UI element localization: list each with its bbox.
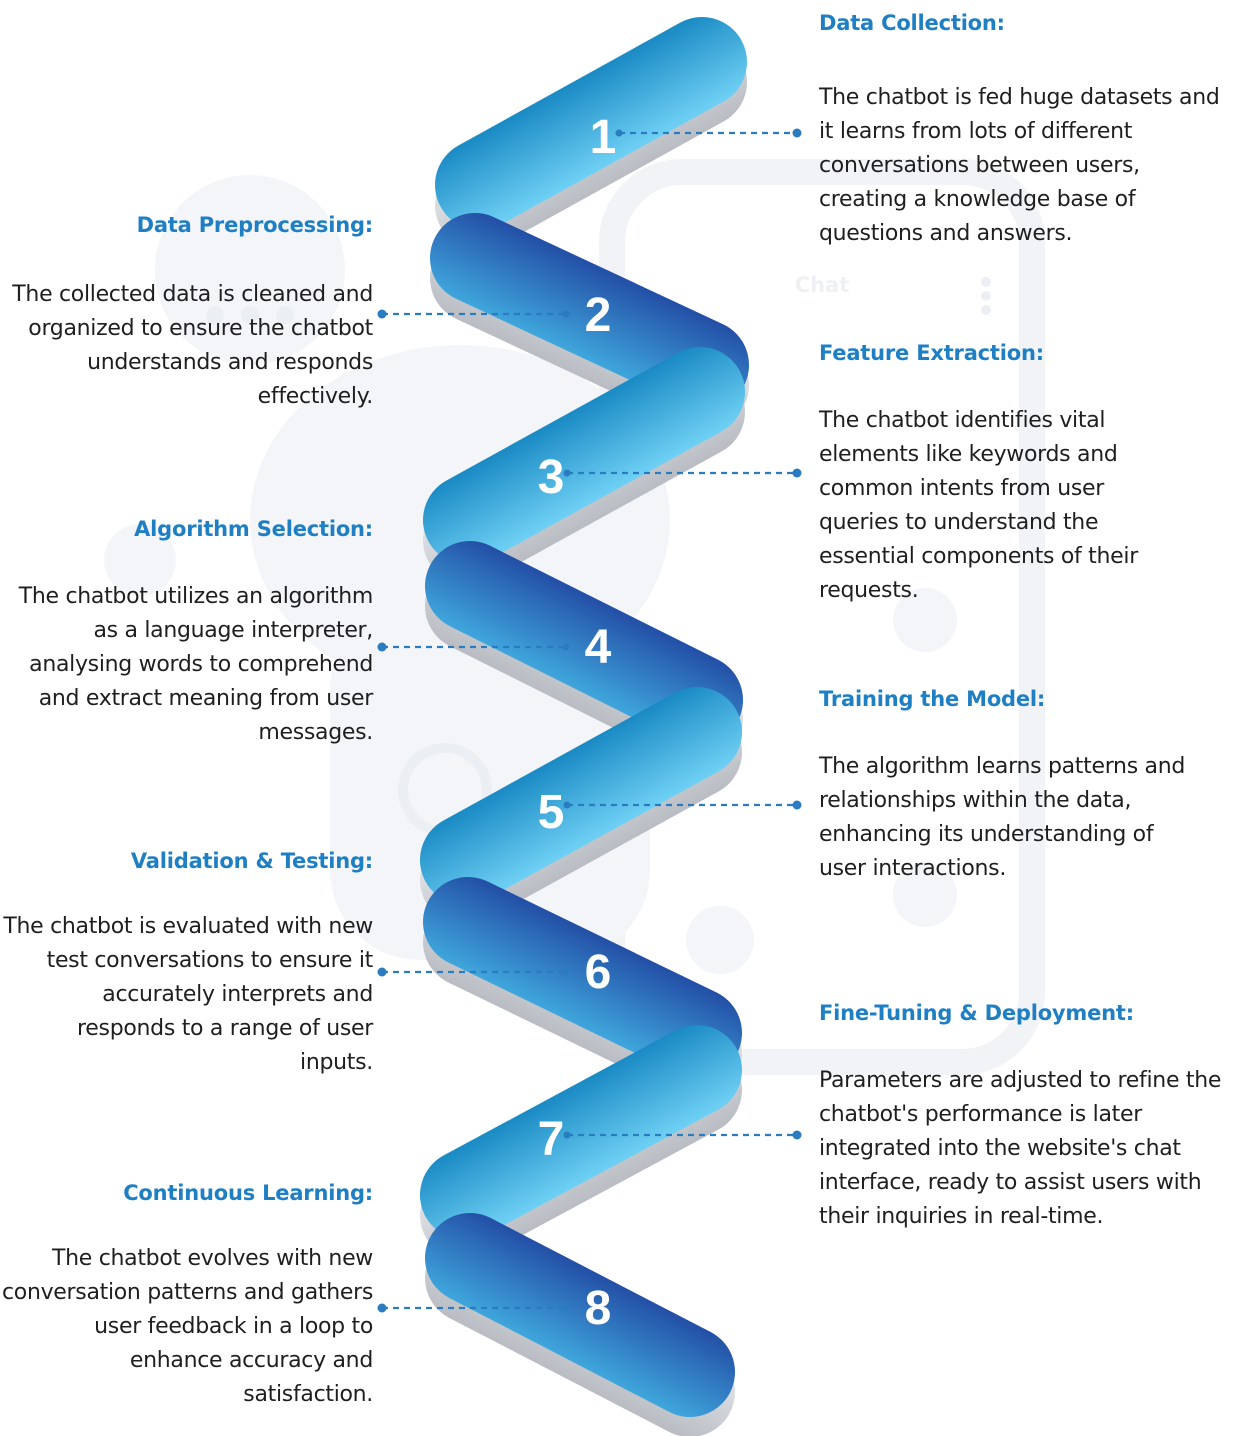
step-4-description: The chatbot utilizes an algorithm as a l… bbox=[18, 584, 374, 745]
step-4-pill-face bbox=[425, 540, 743, 746]
step-1-connector-end bbox=[615, 129, 623, 137]
step-6-connector-end bbox=[562, 968, 570, 976]
step-6-connector-dot bbox=[377, 967, 387, 977]
step-4-connector-dot bbox=[377, 642, 387, 652]
step-8-title: Continuous Learning: bbox=[123, 1181, 373, 1205]
step-7-text: Fine-Tuning & Deployment: Parameters are… bbox=[819, 1000, 1221, 1234]
step-7-pill bbox=[419, 1025, 742, 1261]
step-6-text: Validation & Testing: The chatbot is eva… bbox=[0, 848, 400, 1080]
step-1-connector-dot bbox=[792, 128, 802, 138]
step-1-number: 1 bbox=[590, 111, 617, 164]
step-2-number: 2 bbox=[585, 289, 612, 342]
step-1-title: Data Collection: bbox=[819, 11, 1005, 35]
step-3-connector-end bbox=[563, 469, 571, 477]
step-3-text: Feature Extraction: The chatbot identifi… bbox=[819, 340, 1219, 608]
step-8-pill bbox=[424, 1212, 736, 1436]
step-3-pill-face bbox=[423, 346, 746, 565]
step-3-connector-dot bbox=[792, 468, 802, 478]
step-8-text: Continuous Learning: The chatbot evolves… bbox=[0, 1180, 400, 1412]
step-6-title: Validation & Testing: bbox=[130, 849, 373, 873]
step-2-text: Data Preprocessing: The collected data i… bbox=[0, 212, 400, 414]
step-2-description: The collected data is cleaned and organi… bbox=[12, 282, 373, 409]
step-6-description: The chatbot is evaluated with new test c… bbox=[3, 914, 373, 1075]
step-5-connector-dot bbox=[792, 800, 802, 810]
step-1-text: Data Collection: The chatbot is fed huge… bbox=[819, 10, 1220, 251]
step-5-number: 5 bbox=[538, 786, 565, 839]
step-7-title: Fine-Tuning & Deployment: bbox=[819, 1001, 1134, 1025]
step-6-number: 6 bbox=[585, 946, 612, 999]
step-7-number: 7 bbox=[538, 1113, 565, 1166]
step-8-pill-face bbox=[424, 1212, 736, 1418]
step-4-title: Algorithm Selection: bbox=[134, 517, 373, 541]
step-8-number: 8 bbox=[585, 1282, 612, 1335]
step-4-number: 4 bbox=[585, 621, 612, 674]
mini-robot-watermark bbox=[893, 588, 957, 652]
step-2-connector-dot bbox=[377, 309, 387, 319]
mini-robot-watermark-2 bbox=[893, 863, 957, 927]
step-5-description: The algorithm learns patterns and relati… bbox=[819, 754, 1186, 881]
step-7-pill-face bbox=[419, 1025, 742, 1241]
step-5-pill bbox=[420, 686, 743, 925]
step-3-title: Feature Extraction: bbox=[819, 341, 1044, 365]
step-3-pill bbox=[423, 346, 746, 585]
step-1-pill-face bbox=[434, 17, 747, 231]
step-3-number: 3 bbox=[538, 451, 565, 504]
step-7-connector-end bbox=[563, 1131, 571, 1139]
step-7-connector-dot bbox=[792, 1130, 802, 1140]
chat-watermark-label: Chat bbox=[795, 273, 850, 297]
step-1-description: The chatbot is fed huge datasets and it … bbox=[819, 85, 1220, 246]
step-5-text: Training the Model: The algorithm learns… bbox=[819, 686, 1219, 886]
step-5-title: Training the Model: bbox=[819, 687, 1046, 711]
step-3-description: The chatbot identifies vital elements li… bbox=[819, 408, 1138, 603]
step-6-pill-face bbox=[423, 877, 743, 1079]
step-8-connector-dot bbox=[377, 1303, 387, 1313]
step-2-title: Data Preprocessing: bbox=[136, 213, 374, 237]
step-4-text: Algorithm Selection: The chatbot utilize… bbox=[0, 516, 400, 750]
step-4-connector-end bbox=[562, 643, 570, 651]
step-2-connector-end bbox=[562, 310, 570, 318]
robot-hand-watermark-2 bbox=[686, 906, 754, 974]
robot-antenna-watermark bbox=[155, 175, 345, 365]
step-7-description: Parameters are adjusted to refine the ch… bbox=[819, 1068, 1222, 1229]
step-1-pill bbox=[434, 17, 747, 251]
step-8-description: The chatbot evolves with new conversatio… bbox=[1, 1246, 373, 1407]
step-8-connector-end bbox=[562, 1304, 570, 1312]
step-5-connector-end bbox=[563, 801, 571, 809]
robot-hand-watermark bbox=[104, 524, 176, 596]
step-5-pill-face bbox=[420, 686, 743, 905]
